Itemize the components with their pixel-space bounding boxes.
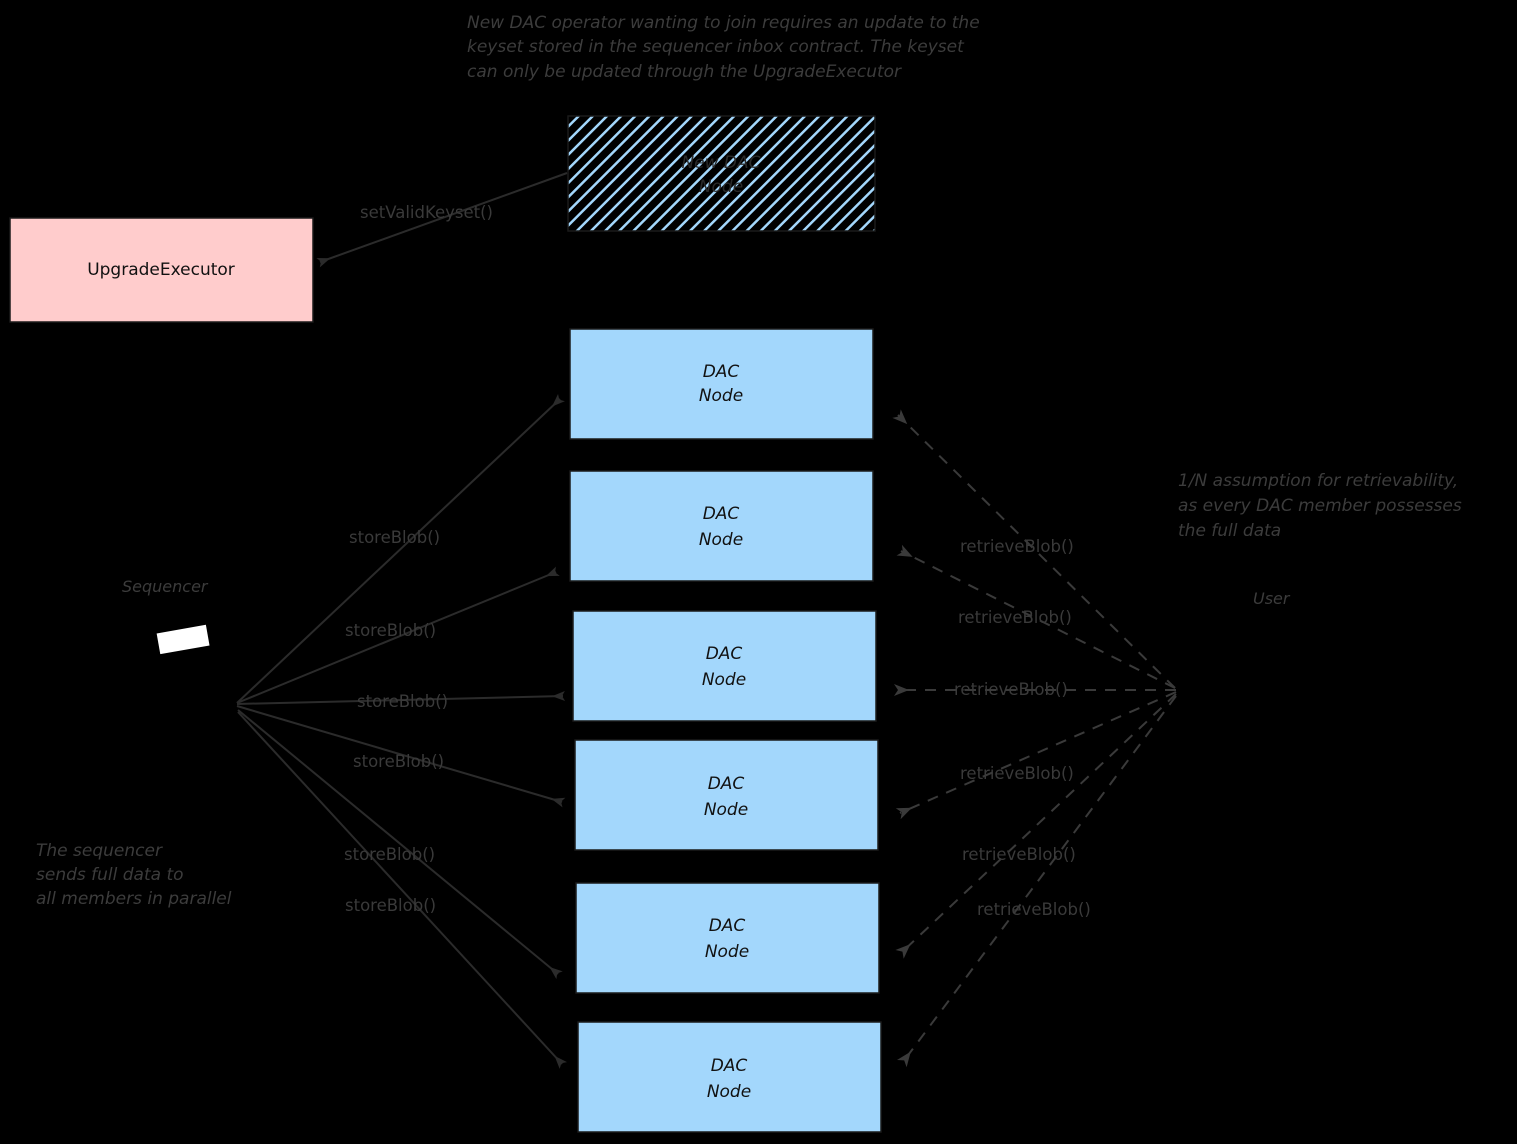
left-annotation-line-2: sends full data to	[36, 865, 184, 885]
user-label: User	[1253, 589, 1291, 608]
retrieve-blob-label: retrieveBlob()	[977, 900, 1091, 919]
dac-node-label-line-2: Node	[699, 530, 743, 550]
store-blob-arrow	[236, 566, 560, 704]
dac-node-label-line-2: Node	[705, 942, 749, 962]
dac-node[interactable]: DAC Node	[569, 328, 874, 440]
dac-node-label-line-1: DAC	[708, 774, 745, 794]
store-blob-arrow	[237, 709, 563, 980]
upgrade-executor-box[interactable]	[9, 217, 314, 323]
dac-node-label-line-1: DAC	[711, 1056, 748, 1076]
dac-node-label-line-1: DAC	[709, 916, 746, 936]
new-dac-node-box[interactable]	[567, 115, 876, 232]
dac-node-label-line-1: DAC	[703, 504, 740, 524]
top-annotation-line-1: New DAC operator wanting to join require…	[467, 13, 980, 33]
upgrade-executor-label: UpgradeExecutor	[87, 260, 235, 280]
dac-node-box[interactable]	[569, 328, 874, 440]
new-dac-node[interactable]: New DAC Node	[567, 115, 876, 232]
dac-node-box[interactable]	[577, 1021, 882, 1133]
store-blob-arrow	[237, 711, 568, 1069]
dac-node-list: DAC Node DAC Node DAC Node DAC Node DAC	[569, 328, 882, 1133]
dac-node-label-line-2: Node	[704, 800, 748, 820]
dac-node-box[interactable]	[575, 882, 880, 994]
dac-node-box[interactable]	[574, 739, 879, 851]
set-valid-keyset-arrow	[316, 172, 568, 268]
dac-node[interactable]: DAC Node	[575, 882, 880, 994]
user-actor[interactable]: User	[1253, 589, 1291, 608]
dac-node[interactable]: DAC Node	[572, 610, 877, 722]
set-valid-keyset-label: setValidKeyset()	[360, 203, 493, 222]
top-annotation-line-2: keyset stored in the sequencer inbox con…	[467, 37, 965, 57]
left-annotation: The sequencer sends full data to all mem…	[36, 841, 232, 909]
right-annotation-line-3: the full data	[1178, 521, 1281, 541]
dac-node-label-line-2: Node	[699, 386, 743, 406]
edge-set-valid-keyset: setValidKeyset()	[316, 172, 568, 268]
store-blob-label: storeBlob()	[345, 896, 436, 915]
retrieve-blob-label: retrieveBlob()	[960, 764, 1074, 783]
right-annotation-line-2: as every DAC member possesses	[1178, 496, 1462, 516]
retrieve-blob-arrow	[896, 695, 1177, 1068]
dac-node[interactable]: DAC Node	[569, 470, 874, 582]
dac-node-label-line-1: DAC	[703, 362, 740, 382]
dac-node-box[interactable]	[572, 610, 877, 722]
top-annotation: New DAC operator wanting to join require…	[467, 13, 980, 82]
left-annotation-line-1: The sequencer	[36, 841, 163, 861]
dac-node-box[interactable]	[569, 470, 874, 582]
store-blob-arrow	[236, 705, 566, 808]
new-dac-node-label-line-1: New DAC	[681, 153, 760, 173]
new-dac-node-label-line-2: Node	[699, 177, 743, 197]
left-annotation-line-3: all members in parallel	[36, 889, 232, 909]
retrieve-blob-arrow	[895, 691, 1177, 820]
retrieve-blob-label: retrieveBlob()	[960, 537, 1074, 556]
sequencer-label: Sequencer	[122, 577, 209, 596]
store-blob-edges: storeBlob() storeBlob() storeBlob() stor…	[236, 393, 568, 1069]
dac-node-label-line-2: Node	[707, 1082, 751, 1102]
store-blob-label: storeBlob()	[349, 528, 440, 547]
top-annotation-line-3: can only be updated through the UpgradeE…	[467, 62, 902, 82]
retrieve-blob-edges: retrieveBlob() retrieveBlob() retrieveBl…	[892, 409, 1177, 1068]
right-annotation: 1/N assumption for retrievability, as ev…	[1178, 471, 1462, 541]
store-blob-arrow	[236, 690, 566, 705]
store-blob-label: storeBlob()	[353, 752, 444, 771]
sequencer-actor[interactable]: Sequencer	[122, 577, 210, 655]
store-blob-arrow	[236, 393, 565, 704]
retrieve-blob-arrow	[892, 409, 1176, 689]
retrieve-blob-label: retrieveBlob()	[954, 680, 1068, 699]
retrieve-blob-arrow	[895, 693, 1177, 959]
retrieve-blob-label: retrieveBlob()	[962, 845, 1076, 864]
upgrade-executor-node[interactable]: UpgradeExecutor	[9, 217, 314, 323]
sequencer-marker[interactable]	[156, 624, 210, 655]
store-blob-label: storeBlob()	[357, 692, 448, 711]
retrieve-blob-label: retrieveBlob()	[958, 608, 1072, 627]
dac-node-label-line-2: Node	[702, 670, 746, 690]
store-blob-label: storeBlob()	[345, 621, 436, 640]
dac-node[interactable]: DAC Node	[574, 739, 879, 851]
dac-node-label-line-1: DAC	[706, 644, 743, 664]
right-annotation-line-1: 1/N assumption for retrievability,	[1178, 471, 1458, 491]
store-blob-label: storeBlob()	[344, 845, 435, 864]
dac-node[interactable]: DAC Node	[577, 1021, 882, 1133]
